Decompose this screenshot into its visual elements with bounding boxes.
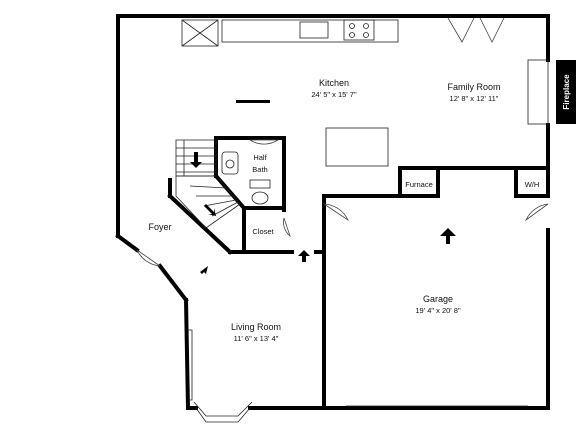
half-bath-label-1: Half [253, 153, 267, 162]
closet-label: Closet [252, 227, 274, 236]
direction-arrows [190, 152, 456, 282]
living-room-dims: 11' 6" x 13' 4" [234, 334, 279, 343]
living-room-label: Living Room [231, 322, 281, 332]
foyer-label: Foyer [148, 222, 171, 232]
exterior-walls [115, 14, 550, 411]
family-room-dims: 12' 8" x 12' 11" [450, 94, 499, 103]
wh-label: W/H [525, 180, 540, 189]
interior-walls [167, 136, 550, 410]
kitchen-island [325, 127, 389, 167]
garage-label: Garage [423, 294, 453, 304]
fireplace-label: Fireplace [562, 74, 571, 110]
kitchen-dims: 24' 5" x 15' 7" [311, 90, 357, 99]
doors [136, 139, 549, 267]
kitchen-counters [181, 19, 399, 103]
bay-window [188, 329, 253, 423]
half-bath-label-2: Bath [252, 165, 267, 174]
garage-dims: 19' 4" x 20' 8" [415, 306, 461, 315]
half-bath-fixtures [221, 151, 271, 205]
kitchen-label: Kitchen [319, 78, 349, 88]
staircase [175, 139, 241, 229]
family-room-label: Family Room [447, 82, 500, 92]
furnace-label: Furnace [405, 180, 433, 189]
patio-door [447, 17, 505, 43]
fireplace: Fireplace [527, 59, 576, 125]
